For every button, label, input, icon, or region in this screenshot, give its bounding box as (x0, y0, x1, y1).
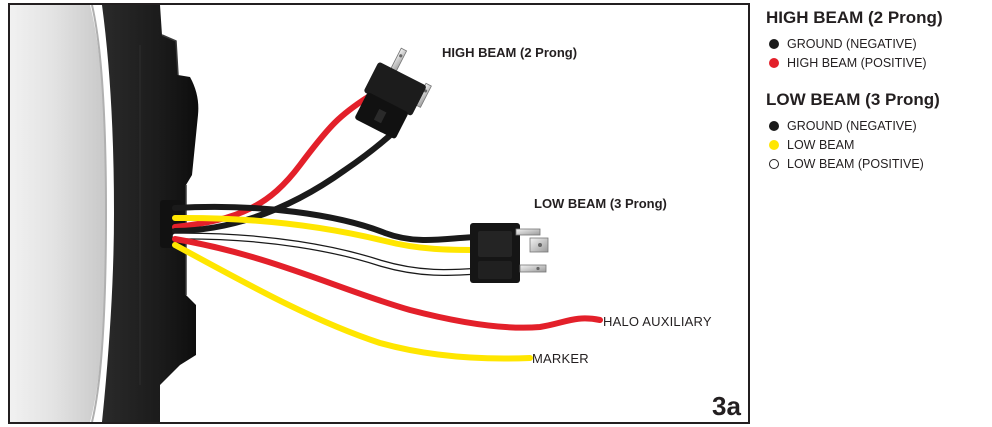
legend-title-high-beam: HIGH BEAM (2 Prong) (766, 8, 943, 27)
wire-halo-red (172, 236, 603, 331)
legend-item-high-beam-positive: HIGH BEAM (POSITIVE) (766, 53, 990, 72)
legend-item-low-beam: LOW BEAM (766, 135, 990, 154)
legend-item-ground: GROUND (NEGATIVE) (766, 34, 990, 53)
legend-group-high-beam: HIGH BEAM (2 Prong) GROUND (NEGATIVE) HI… (766, 8, 990, 72)
yellow-dot-icon (769, 139, 779, 150)
low-beam-connector (470, 223, 549, 283)
legend-item-label: LOW BEAM (787, 137, 855, 152)
figure-number: 3a (712, 391, 741, 421)
legend-title-low-beam: LOW BEAM (3 Prong) (766, 90, 940, 109)
legend-list: GROUND (NEGATIVE) LOW BEAM LOW BEAM (POS… (766, 116, 990, 173)
legend-item-label: LOW BEAM (POSITIVE) (787, 156, 924, 171)
wire-low-beam-yellow (172, 214, 483, 253)
legend-item-low-beam-positive: LOW BEAM (POSITIVE) (766, 154, 990, 173)
wiring-diagram: HIGH BEAM (2 Prong) LOW BEAM (3 Prong) H… (10, 5, 741, 422)
halo-auxiliary-label: HALO AUXILIARY (603, 314, 712, 329)
headlight-housing (10, 5, 199, 422)
marker-label: MARKER (532, 351, 589, 366)
low-beam-label: LOW BEAM (3 Prong) (534, 196, 667, 211)
legend-list: GROUND (NEGATIVE) HIGH BEAM (POSITIVE) (766, 34, 990, 72)
black-dot-icon (769, 120, 779, 131)
wires (171, 94, 603, 362)
legend-item-label: GROUND (NEGATIVE) (787, 36, 917, 51)
wire-marker-yellow (172, 242, 533, 362)
legend-item-ground: GROUND (NEGATIVE) (766, 116, 990, 135)
wire-low-beam-white (172, 233, 483, 275)
red-dot-icon (769, 57, 779, 68)
legend-item-label: GROUND (NEGATIVE) (787, 118, 917, 133)
wire-legend: HIGH BEAM (2 Prong) GROUND (NEGATIVE) HI… (766, 8, 990, 173)
wire-low-beam-black (172, 203, 483, 244)
legend-group-low-beam: LOW BEAM (3 Prong) GROUND (NEGATIVE) LOW… (766, 90, 990, 173)
wire-high-beam-black (172, 128, 398, 234)
black-dot-icon (769, 38, 779, 49)
legend-item-label: HIGH BEAM (POSITIVE) (787, 55, 927, 70)
high-beam-connector (355, 47, 432, 139)
wiring-diagram-panel: HIGH BEAM (2 Prong) LOW BEAM (3 Prong) H… (8, 3, 750, 424)
white-dot-icon (769, 158, 779, 169)
high-beam-label: HIGH BEAM (2 Prong) (442, 45, 577, 60)
